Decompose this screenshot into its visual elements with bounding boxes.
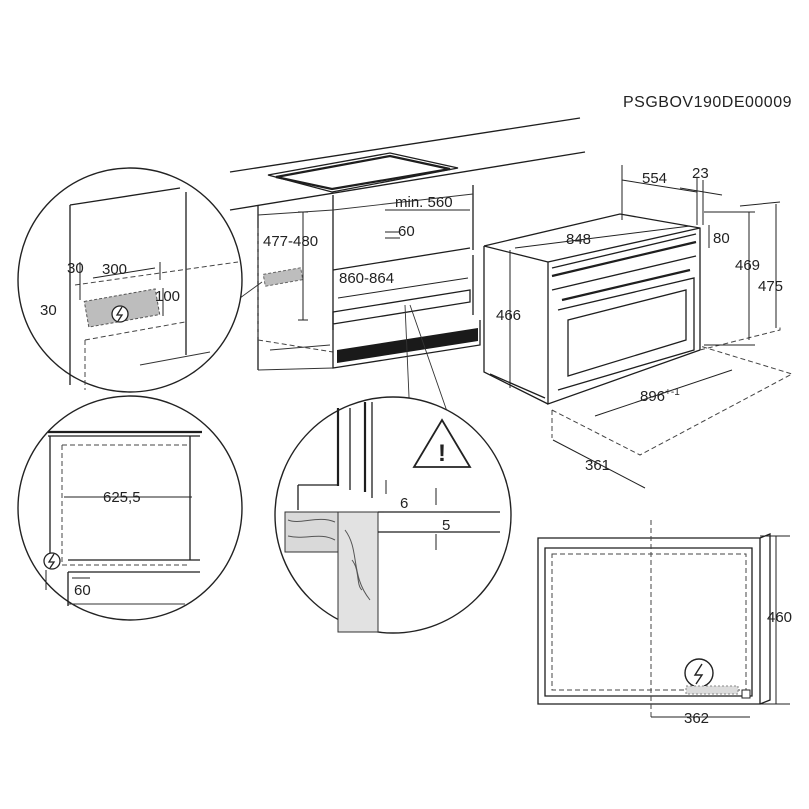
svg-text:860-864: 860-864: [339, 270, 394, 287]
svg-text:30: 30: [67, 260, 84, 277]
detail-power-socket: 30 30 300 100: [17, 167, 243, 393]
svg-text:477-480: 477-480: [263, 233, 318, 250]
detail-back-view: 460 362: [537, 520, 792, 727]
oven: [483, 213, 794, 456]
dim-body-height-466: 466: [496, 250, 521, 388]
hob: [267, 152, 459, 193]
svg-text:min. 560: min. 560: [395, 194, 453, 211]
svg-text:554: 554: [642, 170, 667, 187]
dim-overall-width: 896+-1: [594, 369, 733, 417]
dim-body-height-469: 469: [704, 211, 760, 346]
svg-text:896+-1: 896+-1: [640, 387, 680, 405]
dim-setback: 60: [385, 223, 415, 240]
svg-text:23: 23: [692, 165, 709, 182]
power-plug-icon: [684, 658, 714, 688]
svg-text:848: 848: [566, 231, 591, 248]
dim-cabinet-width: 860-864: [337, 270, 469, 299]
socket-area: [262, 267, 304, 287]
detail-gap: 6 5 !: [274, 396, 512, 634]
warning-triangle-icon: !: [412, 418, 472, 468]
dim-body-depth: 361: [552, 439, 646, 489]
cabinet-view: 477-480 min. 560 60 860-864: [229, 117, 586, 421]
dim-depth-min: min. 560: [385, 194, 470, 211]
svg-text:460: 460: [767, 609, 792, 626]
svg-text:6: 6: [400, 495, 408, 512]
dim-front-width: 848: [514, 225, 691, 249]
svg-text:361: 361: [585, 457, 610, 474]
dim-oven-depth: 554: [621, 165, 698, 220]
svg-text:362: 362: [684, 710, 709, 727]
document-code: PSGBOV190DE00009: [623, 94, 792, 111]
svg-text:5: 5: [442, 517, 450, 534]
power-plug-icon: [111, 305, 129, 323]
svg-text:625,5: 625,5: [103, 489, 141, 506]
svg-text:60: 60: [398, 223, 415, 240]
svg-text:80: 80: [713, 230, 730, 247]
svg-text:30: 30: [40, 302, 57, 319]
dim-niche-height: 477-480: [263, 211, 318, 321]
detail-section: 625,5 60: [17, 395, 243, 621]
svg-text:100: 100: [155, 288, 180, 305]
svg-text:!: !: [438, 440, 446, 467]
dim-front-height-475: 475: [739, 201, 783, 328]
svg-text:475: 475: [758, 278, 783, 295]
dim-control-height: 80: [708, 225, 730, 248]
power-plug-icon: [43, 552, 61, 570]
plinth: [332, 320, 481, 369]
svg-text:300: 300: [102, 261, 127, 278]
svg-text:60: 60: [74, 582, 91, 599]
svg-text:469: 469: [735, 257, 760, 274]
dim-front-thickness: 23: [679, 165, 723, 225]
svg-text:466: 466: [496, 307, 521, 324]
